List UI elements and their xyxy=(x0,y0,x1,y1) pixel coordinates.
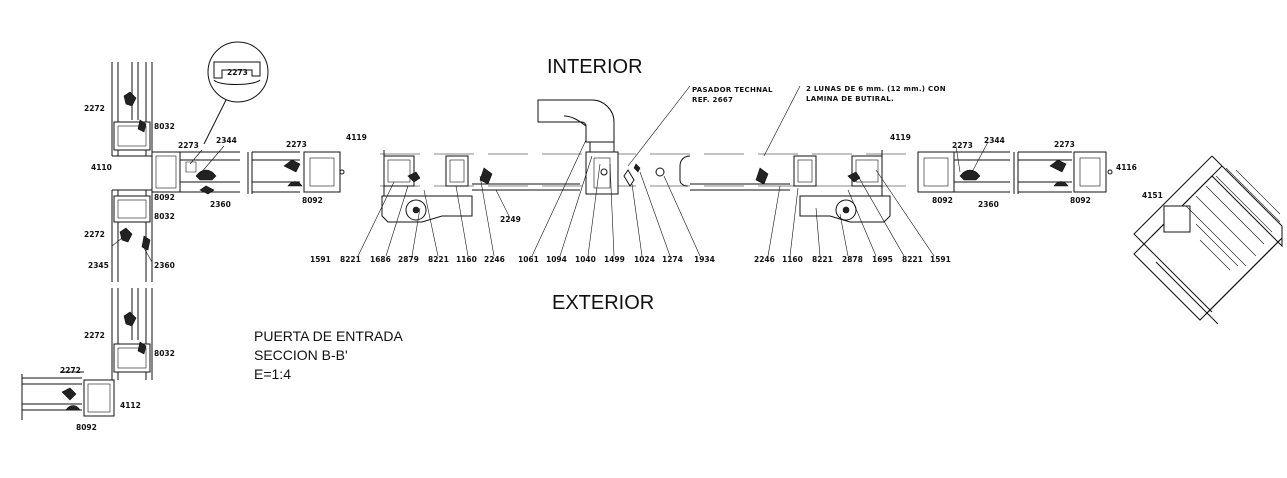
callout-center-2: 8221 xyxy=(340,255,361,264)
left-frame-top xyxy=(111,62,153,156)
left-callouts: 2273 2272 8032 2273 2344 2273 4119 4110 … xyxy=(60,68,367,432)
callout-center-14: 1274 xyxy=(662,255,683,264)
callout-center-3: 1686 xyxy=(370,255,391,264)
callout-center-17: 1160 xyxy=(782,255,803,264)
diagonal-corner-detail xyxy=(1133,155,1283,325)
callout-left-13: 2345 xyxy=(88,261,109,270)
callout-center-11: 1040 xyxy=(575,255,596,264)
callout-right-4: 2273 xyxy=(1054,140,1075,149)
callout-left-10: 8092 xyxy=(302,196,323,205)
right-callouts: 4119 2273 2344 2273 4116 8092 2360 8092 … xyxy=(890,133,1163,209)
callout-center-8: 2249 xyxy=(500,215,521,224)
title-block: PUERTA DE ENTRADA SECCION B-B' E=1:4 xyxy=(254,328,404,382)
note-lunas-2: LAMINA DE BUTIRAL. xyxy=(806,95,894,103)
callout-left-4: 2344 xyxy=(216,136,237,145)
title-line-1: PUERTA DE ENTRADA xyxy=(254,328,404,344)
left-corner-bottom xyxy=(21,371,115,420)
callout-center-6: 1160 xyxy=(456,255,477,264)
callout-center-4: 2879 xyxy=(398,255,419,264)
note-pasador-2: REF. 2667 xyxy=(692,96,733,104)
callout-zoom-2273: 2273 xyxy=(227,68,248,77)
title-line-3: E=1:4 xyxy=(254,366,291,382)
callout-left-9: 8092 xyxy=(154,193,175,202)
callout-right-8: 8092 xyxy=(1070,196,1091,205)
callout-left-7: 4110 xyxy=(91,163,112,172)
heading-exterior: EXTERIOR xyxy=(552,292,654,314)
callout-left-8: 2360 xyxy=(210,200,231,209)
callout-right-9: 4151 xyxy=(1142,191,1163,200)
callout-right-3: 2344 xyxy=(984,136,1005,145)
callout-left-1: 2272 xyxy=(84,104,105,113)
callout-center-5: 8221 xyxy=(428,255,449,264)
callout-center-20: 1695 xyxy=(872,255,893,264)
left-tee-junction xyxy=(112,151,345,195)
callout-left-12: 2272 xyxy=(84,230,105,239)
center-section xyxy=(380,99,920,223)
callout-center-9: 1061 xyxy=(518,255,539,264)
heading-interior: INTERIOR xyxy=(547,56,643,78)
callout-left-17: 2272 xyxy=(60,366,81,375)
callout-left-5: 2273 xyxy=(286,140,307,149)
callout-left-18: 4112 xyxy=(120,401,141,410)
callout-center-22: 1591 xyxy=(930,255,951,264)
title-line-2: SECCION B-B' xyxy=(254,347,348,363)
left-frame-middle xyxy=(111,190,153,282)
notes: PASADOR TECHNAL REF. 2667 2 LUNAS DE 6 m… xyxy=(692,85,946,104)
note-pasador-1: PASADOR TECHNAL xyxy=(692,86,773,94)
callout-right-5: 4116 xyxy=(1116,163,1137,172)
callout-right-6: 8092 xyxy=(932,196,953,205)
zoom-detail-circle xyxy=(203,41,269,145)
callout-center-13: 1024 xyxy=(634,255,655,264)
callout-right-7: 2360 xyxy=(978,200,999,209)
left-vertical-profiles xyxy=(21,41,345,420)
main-headings: INTERIOR EXTERIOR xyxy=(547,56,654,314)
callout-left-2: 8032 xyxy=(154,122,175,131)
callout-center-21: 8221 xyxy=(902,255,923,264)
callout-left-6: 4119 xyxy=(346,133,367,142)
callout-left-19: 8092 xyxy=(76,423,97,432)
callout-center-18: 8221 xyxy=(812,255,833,264)
callout-right-2: 2273 xyxy=(952,141,973,150)
callout-center-16: 2246 xyxy=(754,255,775,264)
callout-center-10: 1094 xyxy=(546,255,567,264)
callout-left-14: 2360 xyxy=(154,261,175,270)
callout-left-15: 2272 xyxy=(84,331,105,340)
callout-center-15: 1934 xyxy=(694,255,715,264)
note-lunas-1: 2 LUNAS DE 6 mm. (12 mm.) CON xyxy=(806,85,946,93)
callout-center-19: 2878 xyxy=(842,255,863,264)
callout-right-1: 4119 xyxy=(890,133,911,142)
right-profiles xyxy=(917,151,1113,194)
callout-left-11: 8032 xyxy=(154,212,175,221)
callout-left-3: 2273 xyxy=(178,141,199,150)
center-callouts: 1591 8221 1686 2879 8221 1160 2246 2249 … xyxy=(310,215,951,264)
callout-left-16: 8032 xyxy=(154,349,175,358)
callout-center-7: 2246 xyxy=(484,255,505,264)
callout-center-1: 1591 xyxy=(310,255,331,264)
left-frame-lower xyxy=(111,288,153,380)
leader-lines xyxy=(111,85,989,263)
callout-center-12: 1499 xyxy=(604,255,625,264)
